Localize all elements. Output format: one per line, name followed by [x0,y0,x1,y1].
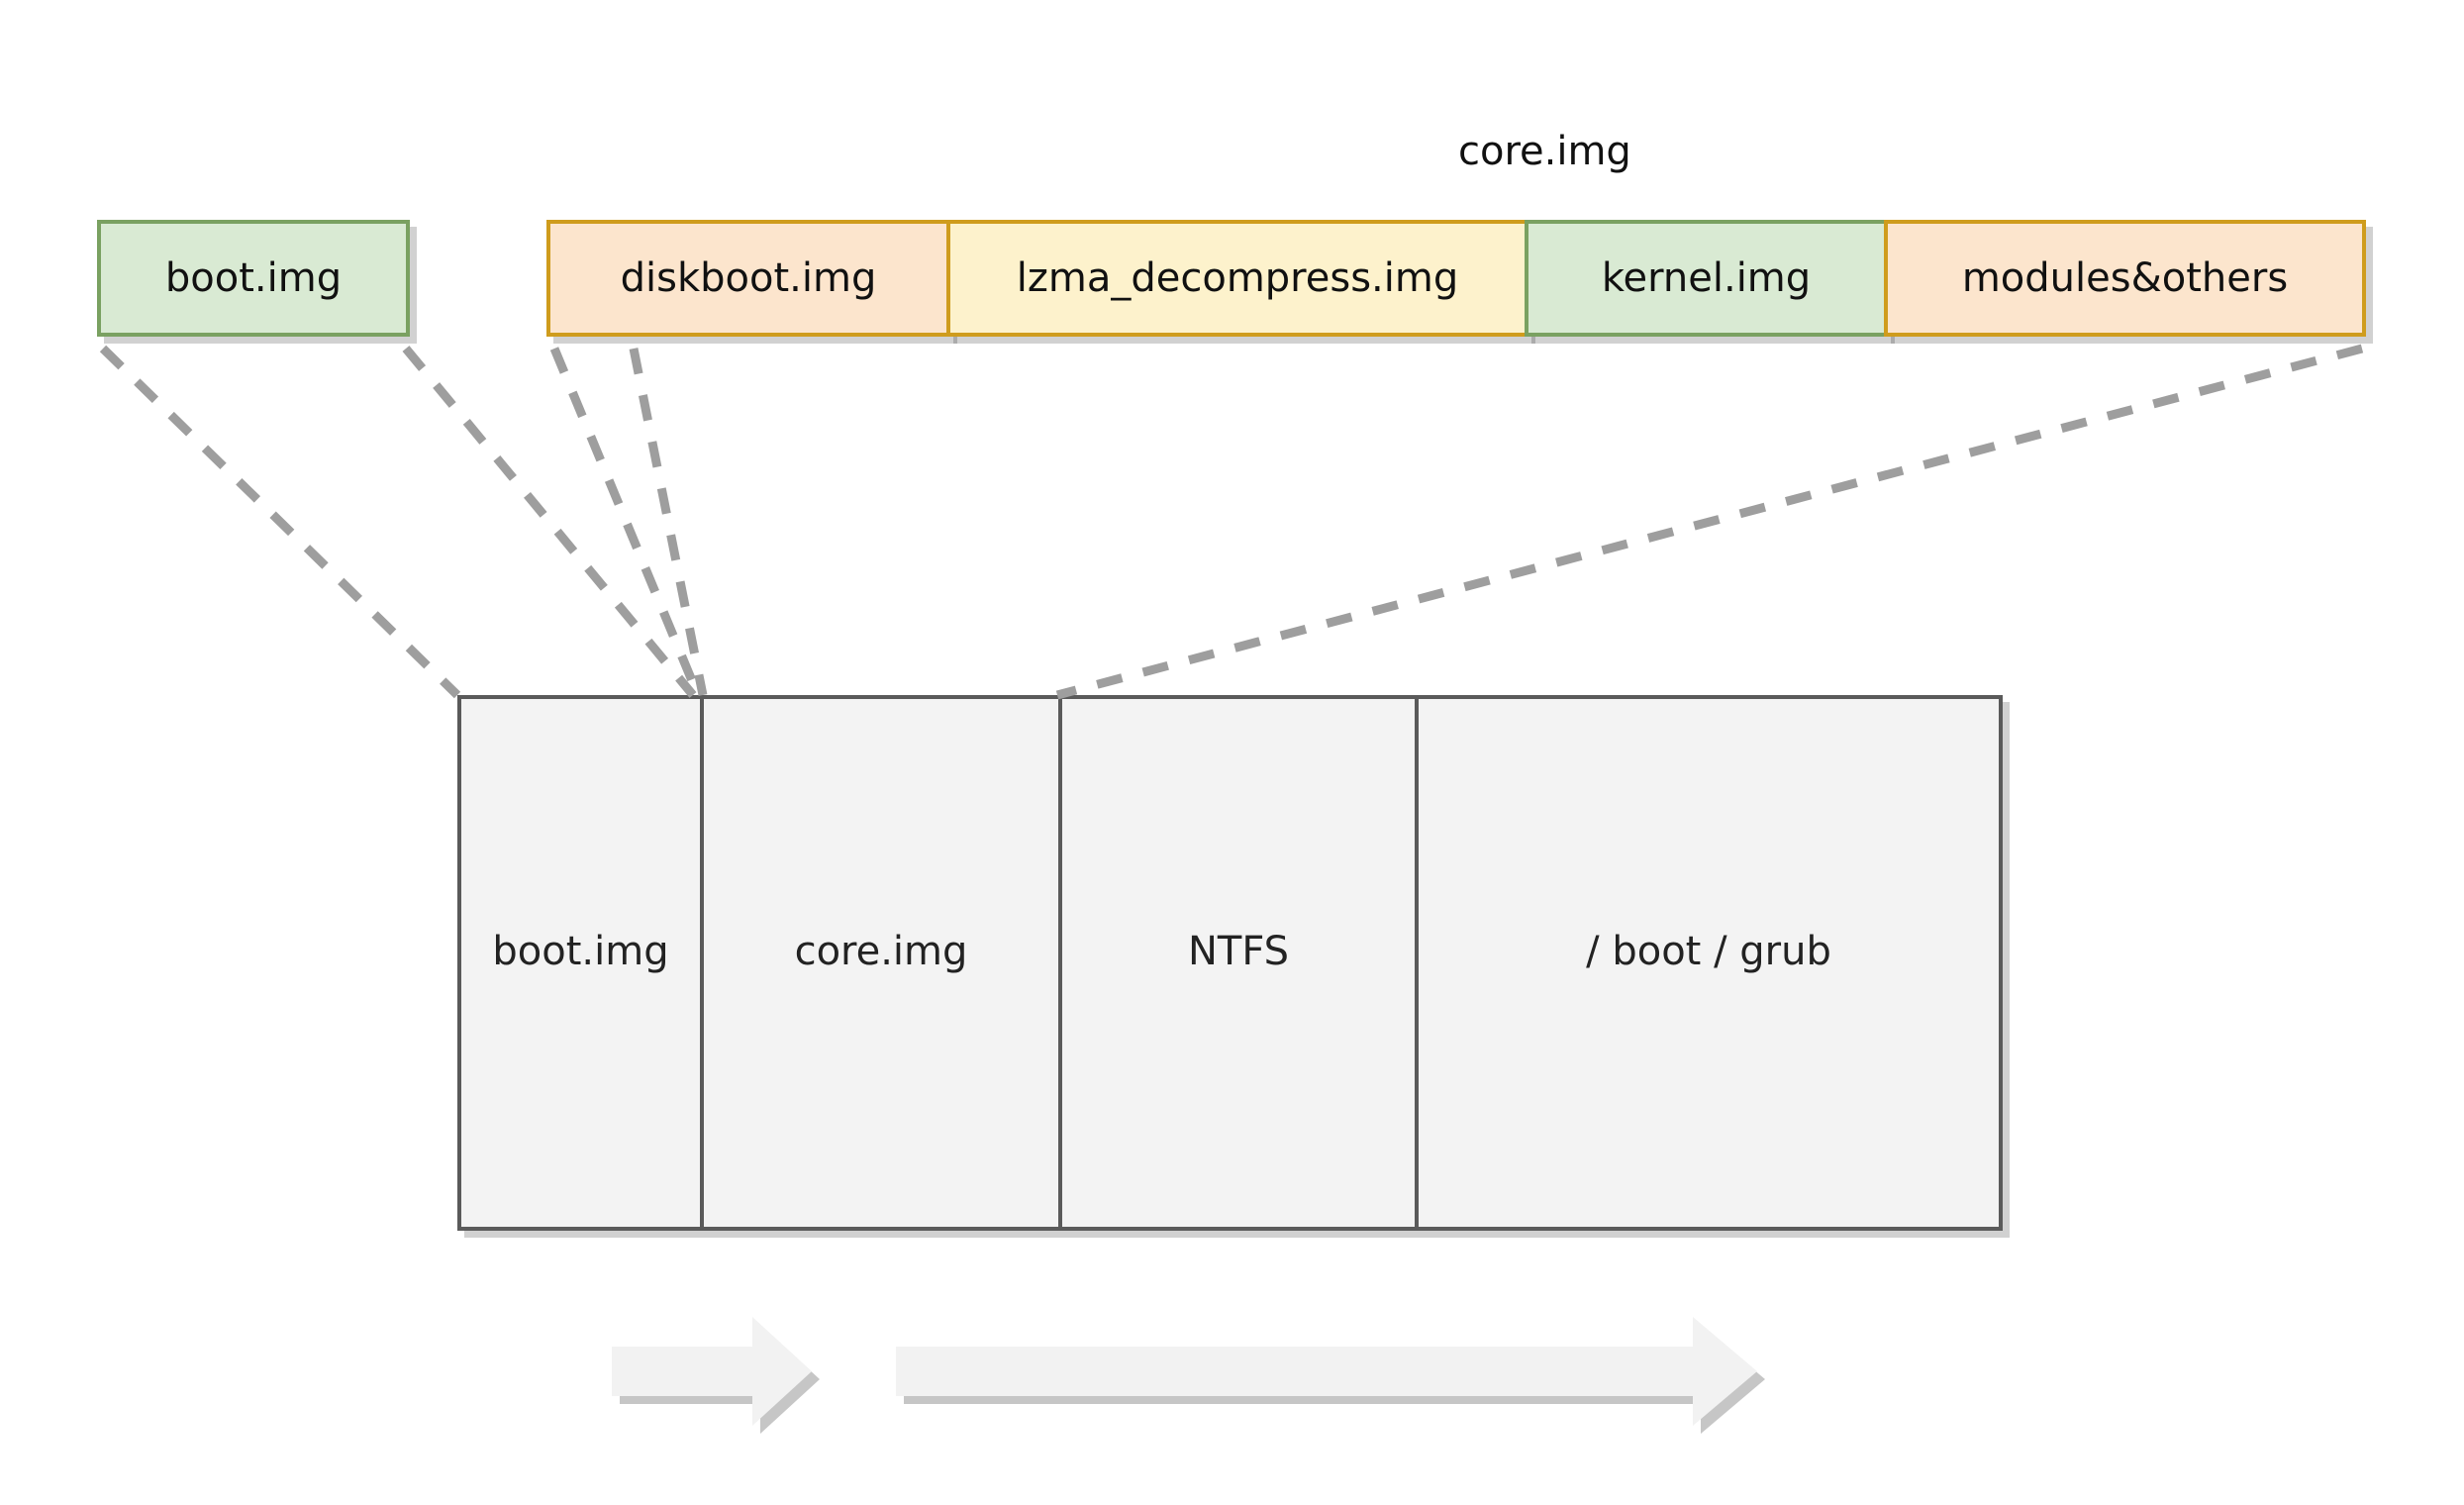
core-segment-label: diskboot.img [620,255,877,301]
connector-modules-to-grub [1055,344,2364,700]
disk-cell-core-img: core.img [700,699,1058,1227]
boot-img-block: boot.img [97,220,410,337]
connector-coreimg-left [549,347,703,697]
disk-layout-row: boot.img core.img NTFS / boot / grub [457,695,2003,1231]
block-arrow-long [896,1317,1765,1434]
connector-coreimg-right [629,348,708,696]
dashed-connector-group [99,344,2364,700]
core-segment-lzma-decompress-img: lzma_decompress.img [946,220,1528,337]
block-arrow-short [612,1317,820,1434]
core-segment-label: lzma_decompress.img [1016,255,1459,301]
core-segment-kernel-img: kernel.img [1525,220,1888,337]
connector-bootimg-right [402,346,697,698]
core-segment-label: kernel.img [1601,255,1812,301]
disk-cell-boot-img: boot.img [461,699,700,1227]
boot-img-block-label: boot.img [164,255,343,301]
core-segment-modules-others: modules&others [1884,220,2366,337]
core-img-caption: core.img [1458,129,1631,174]
core-segment-label: modules&others [1961,255,2289,301]
connector-bootimg-left [99,345,461,699]
disk-cell-label: core.img [794,928,968,974]
core-segment-diskboot-img: diskboot.img [546,220,950,337]
disk-cell-boot-grub: / boot / grub [1415,699,1999,1227]
disk-cell-label: NTFS [1187,928,1290,974]
disk-cell-label: / boot / grub [1586,928,1831,974]
disk-cell-label: boot.img [492,928,669,974]
disk-cell-ntfs: NTFS [1058,699,1415,1227]
